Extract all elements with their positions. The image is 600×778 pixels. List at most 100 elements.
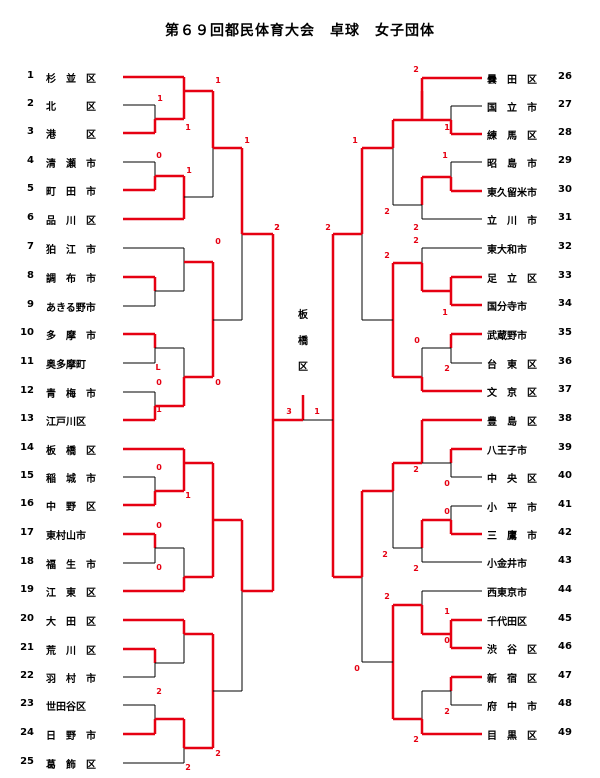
match-score: 1 [444, 607, 450, 616]
team-name: 文 京 区 [487, 388, 537, 399]
team-number: 2 [27, 98, 34, 109]
team-number: 41 [558, 499, 572, 510]
team-name: 曇 田 区 [487, 75, 537, 86]
team-number: 5 [27, 183, 34, 194]
team-number: 33 [558, 270, 572, 281]
team-number: 27 [558, 99, 572, 110]
team-name: 町 田 市 [46, 187, 96, 198]
team-name: 東久留米市 [487, 188, 537, 199]
match-score: 2 [325, 223, 331, 232]
match-score: 1 [157, 94, 163, 103]
team-name: 奥多摩町 [46, 360, 86, 371]
team-number: 39 [558, 442, 572, 453]
team-name: 目 黒 区 [487, 731, 537, 742]
team-number: 3 [27, 126, 34, 137]
match-score: 1 [185, 491, 191, 500]
team-name: 中 央 区 [487, 474, 537, 485]
team-name: あきる野市 [46, 303, 96, 314]
team-name: 台 東 区 [487, 360, 537, 371]
match-score: 2 [382, 550, 388, 559]
match-score: 1 [314, 407, 320, 416]
team-name: 羽 村 市 [46, 674, 96, 685]
match-score: 2 [413, 465, 419, 474]
match-score: 1 [442, 308, 448, 317]
team-name: 小 平 市 [487, 503, 537, 514]
team-number: 13 [20, 413, 34, 424]
page-title: 第６９回都民体育大会 卓球 女子団体 [165, 23, 435, 39]
match-score: 2 [274, 223, 280, 232]
match-score: 1 [186, 166, 192, 175]
team-number: 29 [558, 155, 572, 166]
team-name: 東大和市 [487, 245, 527, 256]
team-number: 31 [558, 212, 572, 223]
match-score: 1 [215, 76, 221, 85]
match-score: 0 [354, 664, 360, 673]
match-score: 0 [444, 479, 450, 488]
match-score: 2 [384, 251, 390, 260]
match-score: 2 [384, 207, 390, 216]
team-name: 立 川 市 [487, 216, 537, 227]
match-score: 1 [352, 136, 358, 145]
team-number: 40 [558, 470, 572, 481]
team-number: 14 [20, 442, 34, 453]
team-number: 32 [558, 241, 572, 252]
team-number: 24 [20, 727, 34, 738]
match-score: 2 [413, 65, 419, 74]
team-name: 葛 飾 区 [46, 760, 96, 771]
team-number: 44 [558, 584, 572, 595]
match-score: 2 [413, 735, 419, 744]
team-name: 大 田 区 [46, 617, 96, 628]
match-score: L [155, 363, 161, 372]
team-number: 36 [558, 356, 572, 367]
team-number: 21 [20, 642, 34, 653]
team-name: 板 橋 区 [46, 446, 96, 457]
team-number: 48 [558, 698, 572, 709]
match-score: 2 [413, 223, 419, 232]
team-name: 小金井市 [487, 559, 527, 570]
team-name: 清 瀬 市 [46, 159, 96, 170]
match-score: 1 [442, 151, 448, 160]
team-name: 府 中 市 [487, 702, 537, 713]
team-name: 国分寺市 [487, 302, 527, 313]
match-score: 1 [156, 405, 162, 414]
match-score: 2 [215, 749, 221, 758]
team-name: 豊 島 区 [487, 417, 537, 428]
team-number: 15 [20, 470, 34, 481]
match-score: 1 [185, 123, 191, 132]
team-number: 7 [27, 241, 34, 252]
team-number: 9 [27, 299, 34, 310]
team-number: 1 [27, 70, 34, 81]
match-score: 1 [244, 136, 250, 145]
match-score: 0 [156, 463, 162, 472]
team-number: 11 [20, 356, 34, 367]
team-number: 45 [558, 613, 572, 624]
team-number: 49 [558, 727, 572, 738]
team-name: 調 布 市 [46, 274, 96, 285]
team-number: 46 [558, 641, 572, 652]
team-name: 北 区 [46, 102, 96, 113]
team-name: 荒 川 区 [46, 646, 96, 657]
team-number: 19 [20, 584, 34, 595]
team-number: 17 [20, 527, 34, 538]
team-name: 青 梅 市 [46, 389, 96, 400]
team-number: 10 [20, 327, 34, 338]
team-name: 千代田区 [487, 617, 527, 628]
team-name: 港 区 [46, 130, 96, 141]
team-number: 22 [20, 670, 34, 681]
team-name: 新 宿 区 [487, 674, 537, 685]
match-score: 0 [215, 237, 221, 246]
team-number: 4 [27, 155, 34, 166]
team-name: 世田谷区 [46, 702, 86, 713]
team-number: 37 [558, 384, 572, 395]
match-score: 2 [384, 592, 390, 601]
team-number: 20 [20, 613, 34, 624]
team-name: 武蔵野市 [487, 331, 527, 342]
team-name: 練 馬 区 [487, 131, 537, 142]
team-name: 渋 谷 区 [487, 645, 537, 656]
champion-label: 板橋区 [298, 310, 308, 373]
team-number: 23 [20, 698, 34, 709]
team-number: 26 [558, 71, 572, 82]
team-name: 品 川 区 [46, 216, 96, 227]
team-number: 42 [558, 527, 572, 538]
